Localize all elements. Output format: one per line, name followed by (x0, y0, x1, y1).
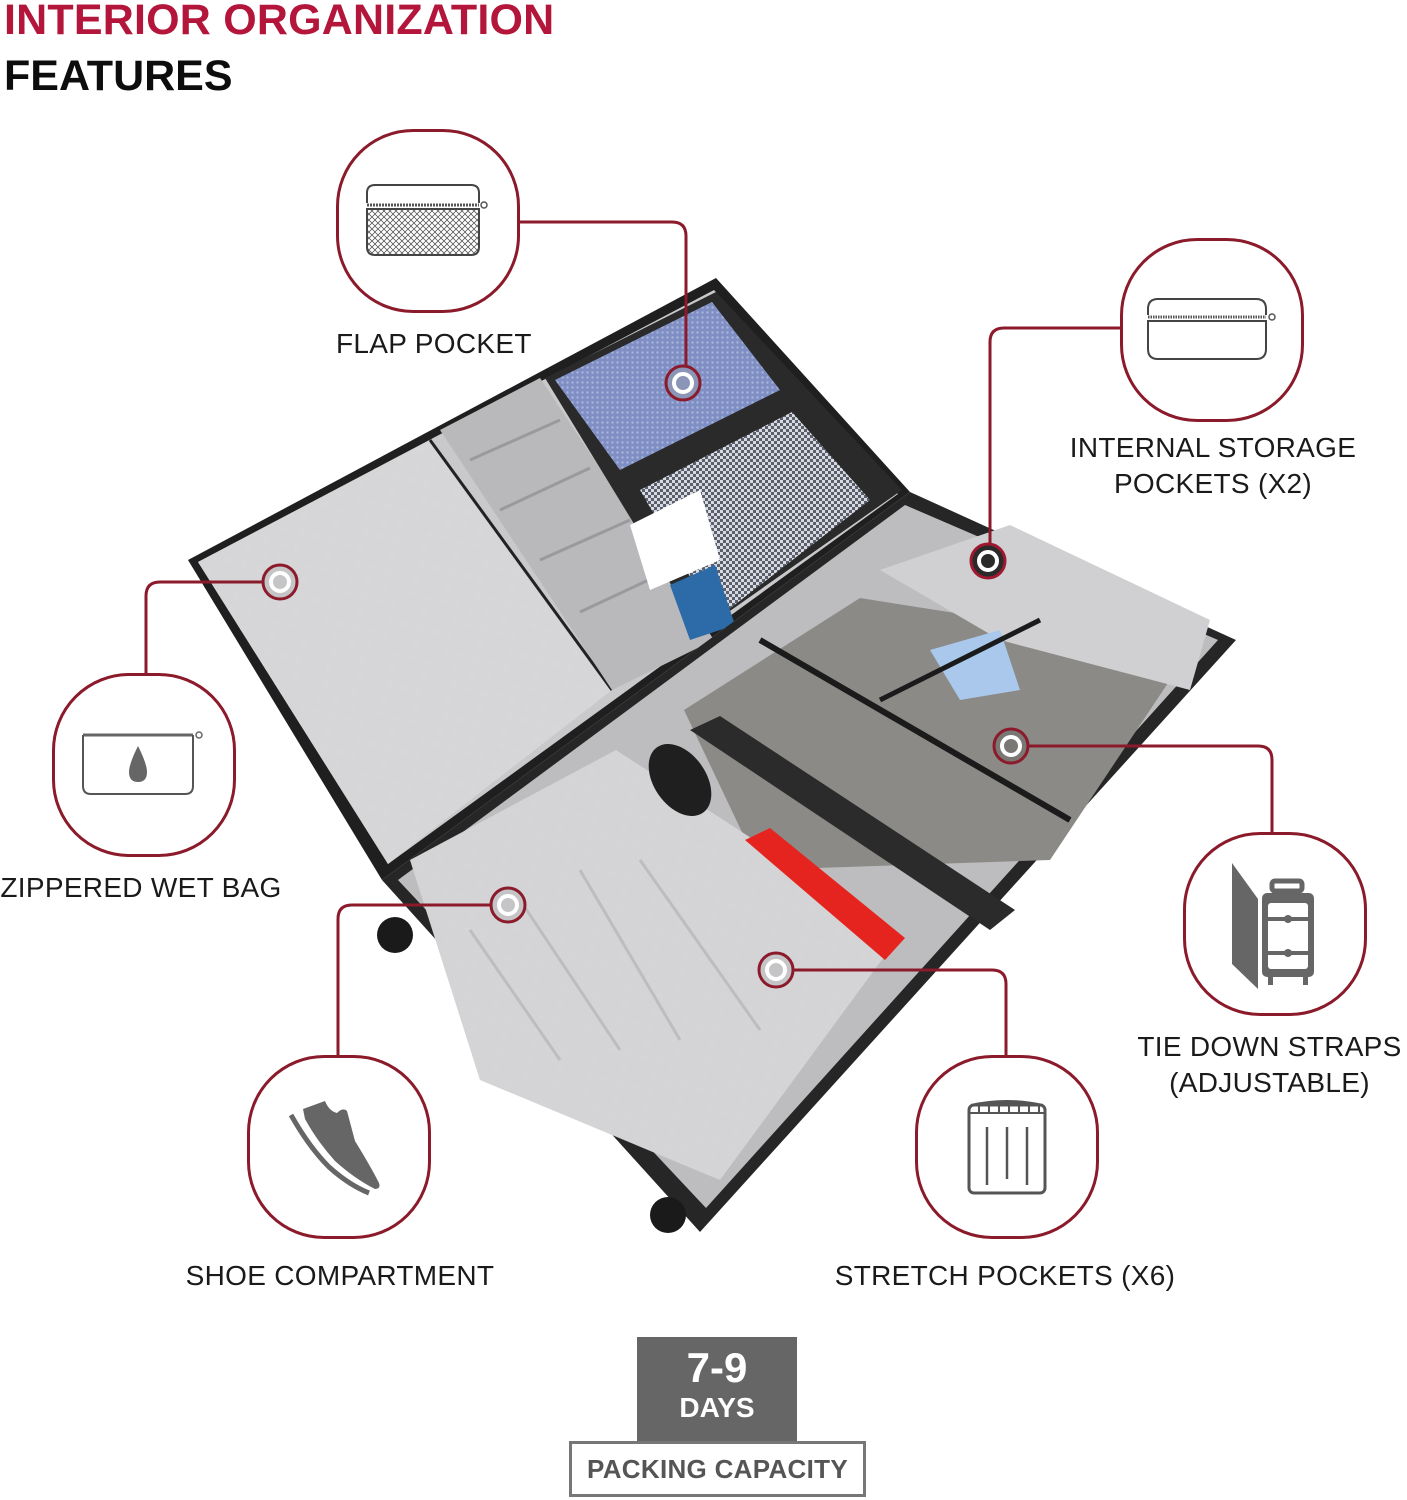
marker-flap-pocket (664, 364, 702, 402)
feature-card-tie-down (1183, 832, 1367, 1016)
feature-label-tie-down: TIE DOWN STRAPS (ADJUSTABLE) (1137, 1031, 1402, 1098)
callout-markers (261, 364, 1030, 989)
marker-tie-down (992, 727, 1030, 765)
capacity-badge: 7-9 DAYS (637, 1337, 797, 1443)
mesh-zip-pocket-icon (366, 184, 488, 256)
marker-stretch (757, 951, 795, 989)
feature-card-flap-pocket (336, 129, 520, 313)
page-title-line2: FEATURES (4, 52, 233, 100)
shoe-icon (289, 1101, 380, 1196)
page-title-line1: INTERIOR ORGANIZATION (4, 0, 555, 44)
capacity-days-unit: DAYS (679, 1392, 755, 1423)
suitcase-straps-icon (1231, 863, 1314, 989)
stretch-pocket-icon (967, 1100, 1047, 1195)
feature-label-internal-storage: INTERNAL STORAGE POCKETS (X2) (1069, 432, 1357, 499)
callout-lines (144, 220, 1274, 1055)
feature-card-shoe (247, 1055, 431, 1239)
water-drop-bag-icon (82, 731, 203, 795)
feature-label-stretch: STRETCH POCKETS (X6) (834, 1260, 1176, 1291)
lid-panel (188, 278, 910, 880)
capacity-days-range: 7-9 (686, 1344, 748, 1391)
feature-card-wet-bag (52, 673, 236, 857)
base-compartment (377, 492, 1236, 1233)
feature-label-shoe: SHOE COMPARTMENT (185, 1260, 495, 1291)
feature-card-internal-storage (1120, 238, 1304, 422)
feature-card-stretch (915, 1055, 1099, 1239)
capacity-label: PACKING CAPACITY (569, 1441, 866, 1497)
marker-shoe (489, 886, 527, 924)
marker-internal-storage (969, 542, 1007, 580)
feature-label-wet-bag: ZIPPERED WET BAG (0, 872, 282, 903)
feature-label-flap-pocket: FLAP POCKET (336, 328, 532, 359)
marker-wet-bag (261, 563, 299, 601)
zip-pouch-icon (1147, 298, 1276, 360)
